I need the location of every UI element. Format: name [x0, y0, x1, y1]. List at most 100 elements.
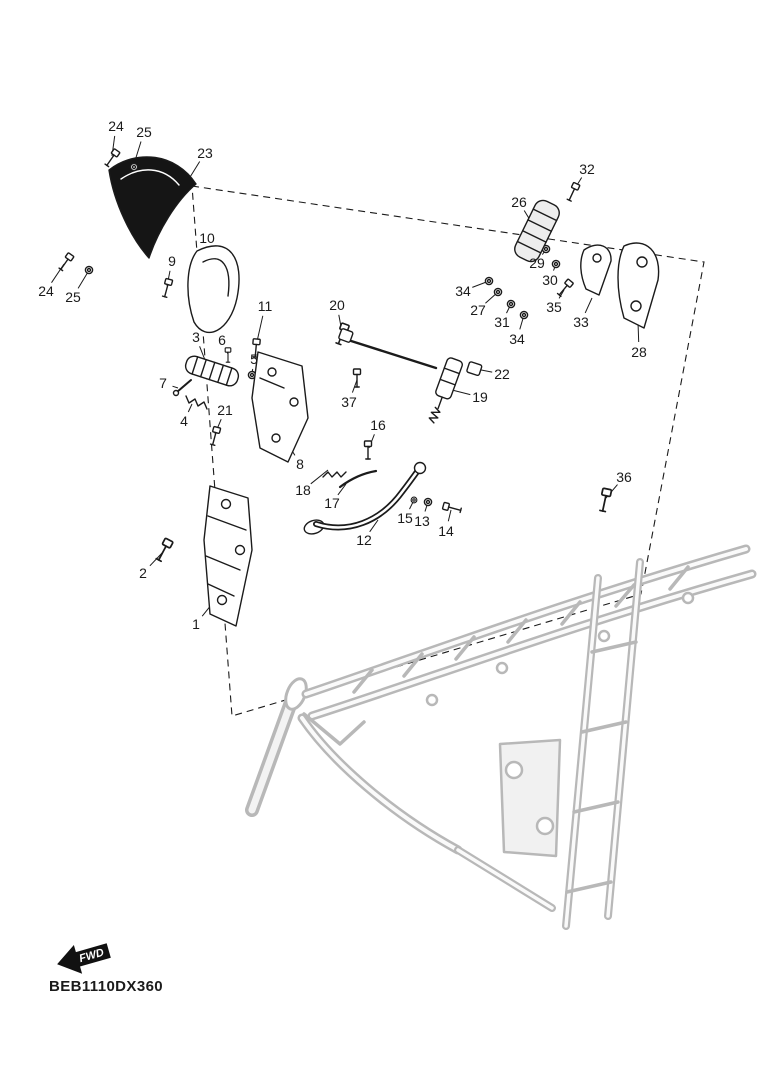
part-10-detail [202, 258, 230, 297]
callout-9: 9 [168, 253, 176, 269]
part-1-hole [234, 544, 246, 556]
washer-15 [410, 496, 418, 504]
washer-34-b [519, 310, 529, 320]
bolt-9 [160, 277, 174, 299]
part-18-spring [322, 471, 347, 478]
part-22-joint [466, 361, 483, 377]
callout-32: 32 [579, 161, 595, 177]
leader-line-35 [558, 289, 565, 299]
callout-30: 30 [542, 272, 558, 288]
washer-30 [551, 259, 561, 269]
callout-15: 15 [397, 510, 413, 526]
callout-1: 1 [192, 616, 200, 632]
callout-7: 7 [159, 375, 167, 391]
callout-3: 3 [192, 329, 200, 345]
washer-25-b [84, 265, 94, 275]
diagram-code: BEB1110DX360 [49, 978, 164, 995]
callout-26: 26 [511, 194, 527, 210]
leader-line-7 [172, 385, 179, 389]
callout-6: 6 [218, 332, 226, 348]
bolt-14 [441, 501, 463, 515]
washer-13 [423, 497, 433, 507]
part-12-pivot [413, 461, 427, 475]
bolt-2 [153, 537, 175, 563]
leader-line-14 [447, 509, 452, 522]
callout-34: 34 [455, 283, 471, 299]
leader-line-4 [187, 403, 193, 413]
callout-25: 25 [65, 289, 81, 305]
callout-33: 33 [573, 314, 589, 330]
callout-4: 4 [180, 413, 188, 429]
part-23-guard [108, 156, 197, 259]
callout-25: 25 [136, 124, 152, 140]
callout-11: 11 [257, 298, 273, 314]
callout-21: 21 [217, 402, 233, 418]
callout-18: 18 [295, 482, 311, 498]
part-3-footrest [184, 355, 240, 387]
part-8-hole [271, 433, 281, 443]
part-12-pedal-arm-core [314, 467, 421, 529]
part-8-hole [267, 367, 277, 377]
part-8-bracket [251, 351, 309, 463]
callout-34: 34 [509, 331, 525, 347]
callout-24: 24 [108, 118, 124, 134]
bolt-36 [597, 487, 613, 513]
washer-27 [493, 287, 503, 297]
callout-23: 23 [197, 145, 213, 161]
part-8-detail [259, 377, 285, 389]
leader-line-25 [77, 271, 89, 289]
bolt-37 [352, 368, 362, 388]
washer-25-a [129, 162, 139, 172]
part-23-highlight [120, 169, 180, 186]
bolt-32 [565, 181, 581, 203]
part-20-clevis [338, 328, 354, 343]
part-1-hole [220, 498, 232, 510]
washer-34-a [484, 276, 494, 286]
part-28-bracket [617, 242, 660, 329]
fwd-arrow: FWD [57, 943, 111, 974]
leader-line-17 [337, 483, 347, 496]
callout-5: 5 [250, 351, 258, 367]
callout-2: 2 [139, 565, 147, 581]
callout-31: 31 [494, 314, 510, 330]
part-7-pin [176, 379, 192, 393]
callout-28: 28 [631, 344, 647, 360]
part-4-spring [185, 395, 208, 410]
callout-8: 8 [296, 456, 304, 472]
part-26-rear-footrest [514, 199, 560, 263]
motorcycle-frame [245, 544, 757, 930]
part-20-rod [346, 338, 438, 370]
callout-13: 13 [414, 513, 430, 529]
callout-22: 22 [494, 366, 510, 382]
callout-36: 36 [616, 469, 632, 485]
leader-line-19 [451, 389, 471, 396]
callout-10: 10 [199, 230, 215, 246]
part-33-lever [580, 244, 612, 296]
bolt-16 [363, 440, 373, 460]
part-7-pin-head [172, 389, 180, 397]
bolt-24-b [57, 251, 75, 273]
bolt-35 [555, 278, 575, 298]
screw-6 [224, 347, 232, 363]
callout-19: 19 [472, 389, 488, 405]
leader-line-37 [351, 379, 358, 393]
part-1-hole [216, 594, 228, 606]
part-8-hole [289, 397, 299, 407]
callout-35: 35 [546, 299, 562, 315]
part-1-bracket [203, 485, 253, 627]
parts-layer [57, 147, 660, 627]
part-28-hole [630, 300, 642, 312]
callout-29: 29 [529, 255, 545, 271]
part-28-hole [636, 256, 648, 268]
callout-17: 17 [324, 495, 340, 511]
leader-line-12 [369, 519, 379, 533]
callout-37: 37 [341, 394, 357, 410]
part-19-master-cylinder [428, 357, 463, 424]
leader-line-3 [199, 346, 206, 361]
callout-20: 20 [329, 297, 345, 313]
part-33-hole [592, 253, 602, 263]
part-17-link [338, 469, 378, 489]
collar-31 [506, 299, 516, 309]
leader-line-18 [310, 469, 329, 485]
